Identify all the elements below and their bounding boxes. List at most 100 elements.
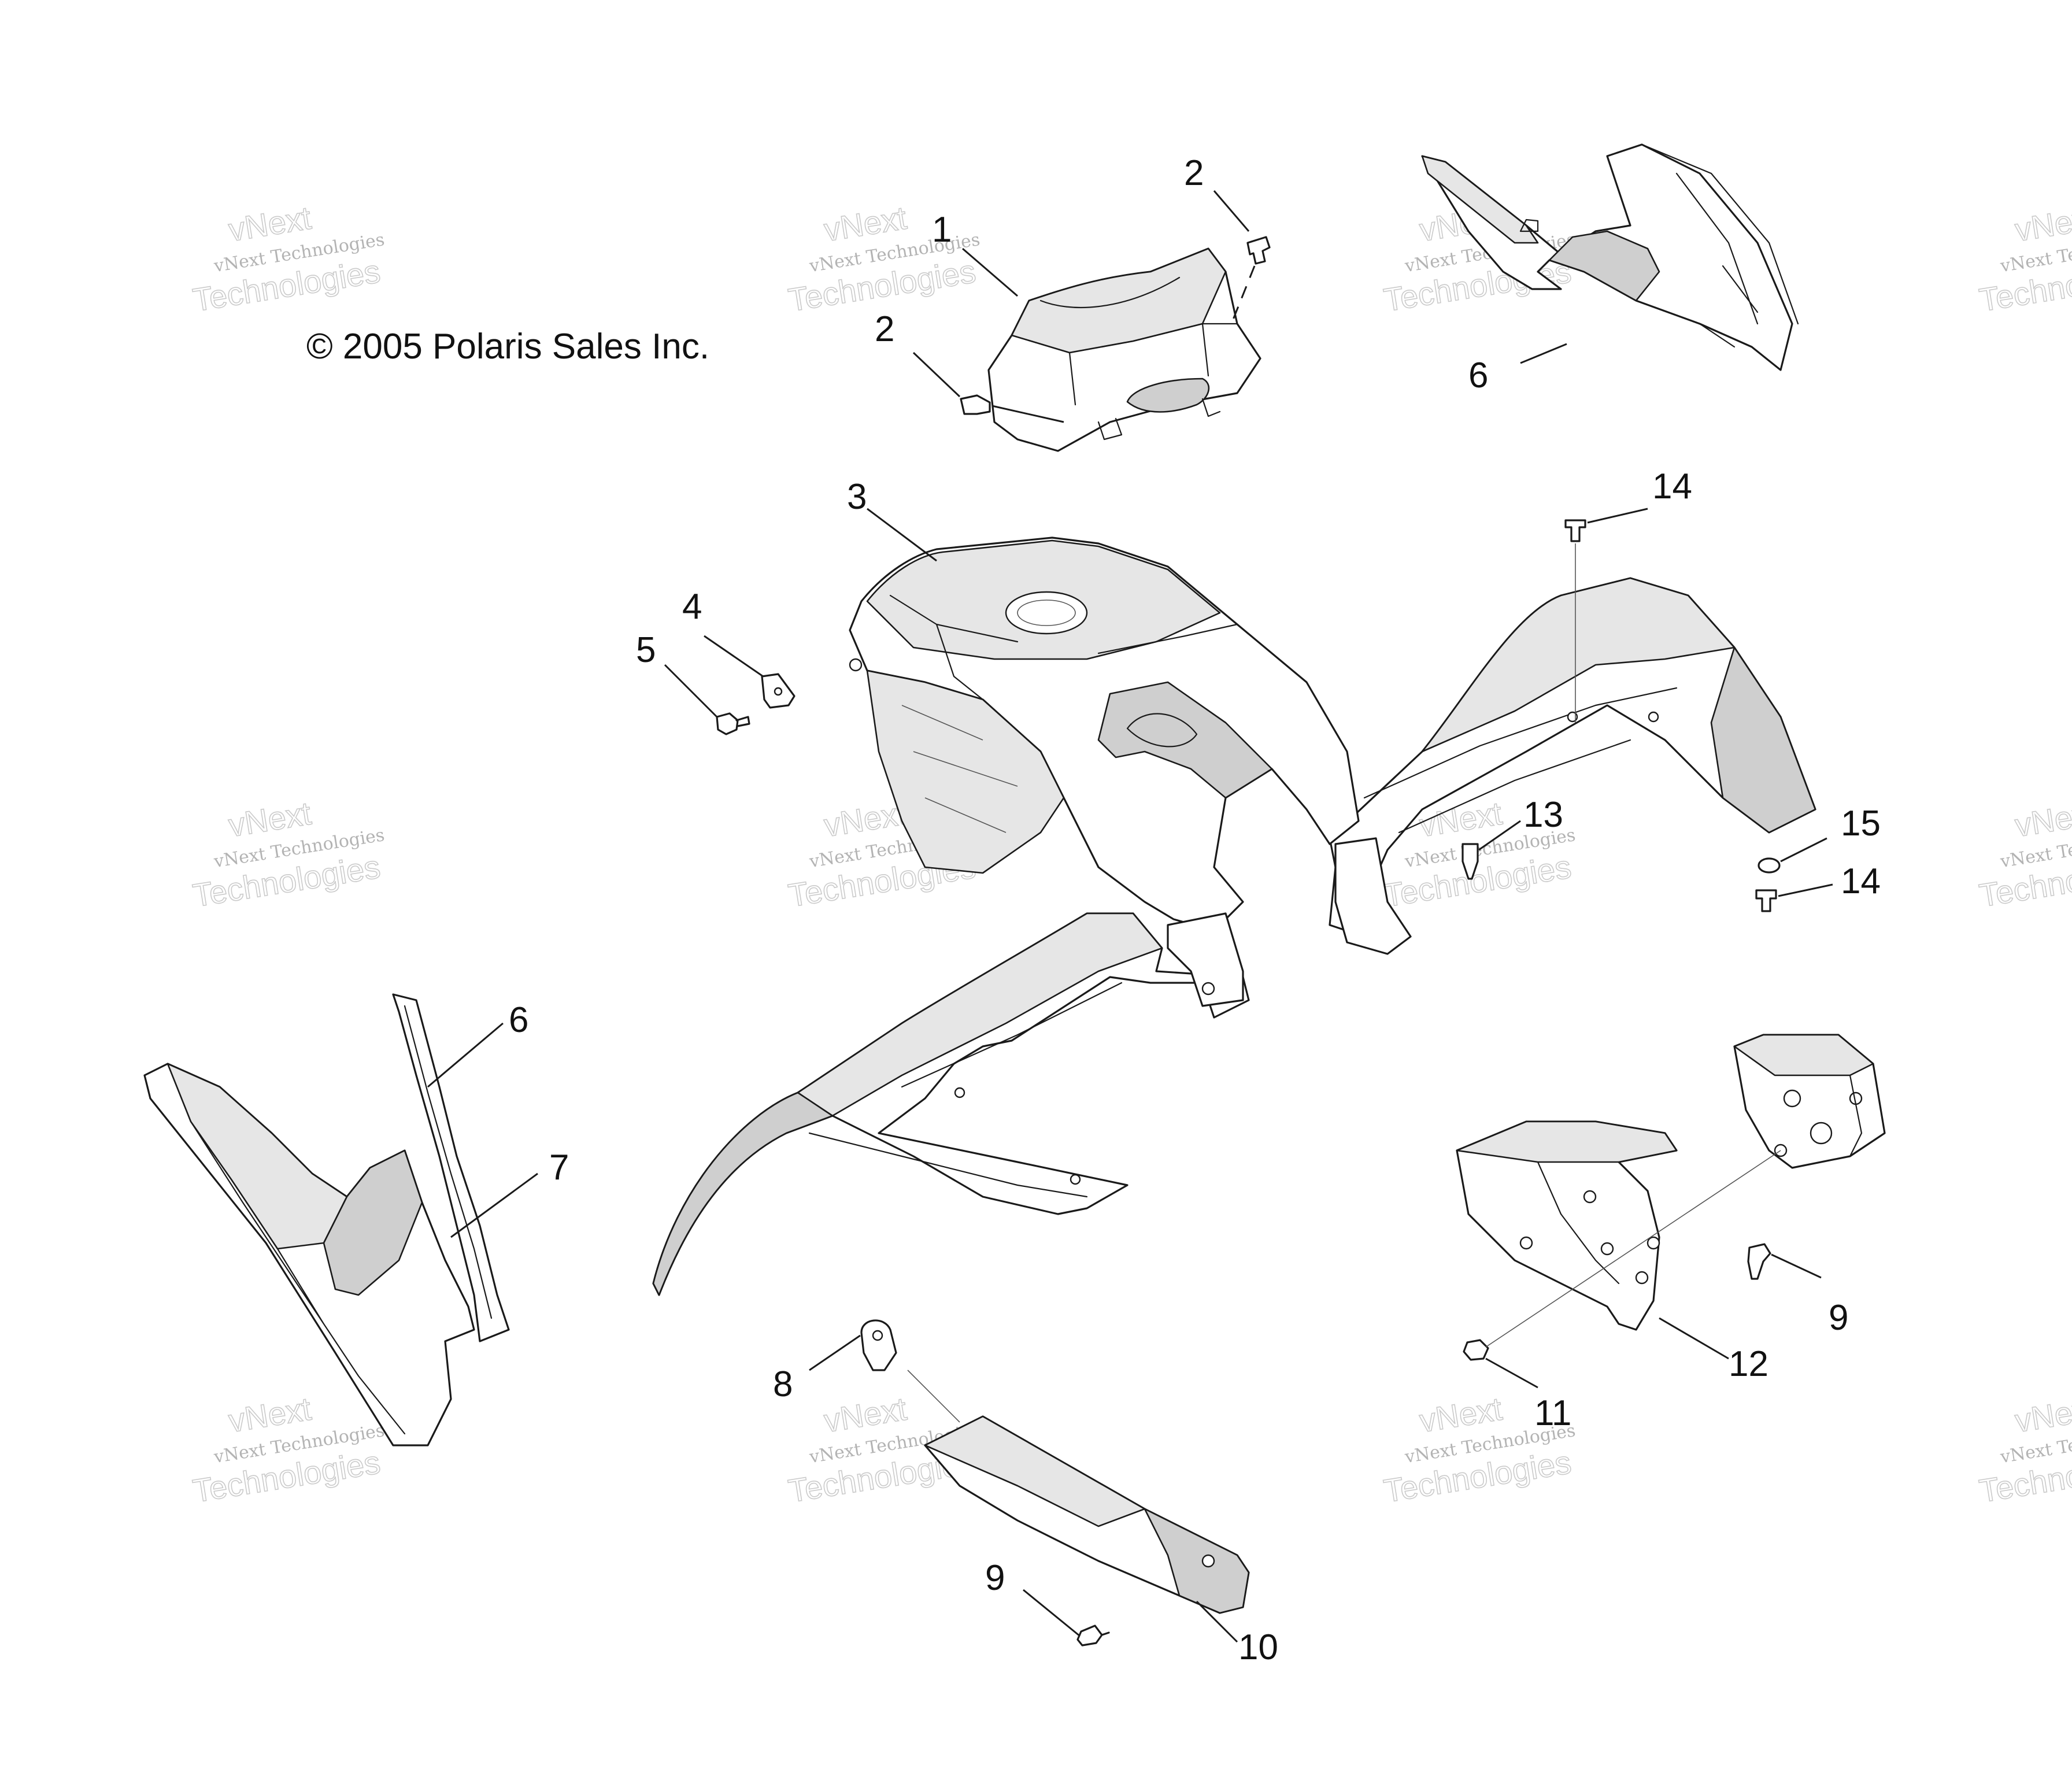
leader-line xyxy=(1520,343,1567,364)
headlight-pod-clip xyxy=(1097,398,1221,441)
front-cab-left-fender-rail xyxy=(808,982,1123,1198)
bracket-plate-hole xyxy=(1635,1271,1649,1285)
upper-side-panel-clip xyxy=(1519,219,1539,232)
callout-6-top: 6 xyxy=(1468,356,1488,395)
callout-10: 10 xyxy=(1238,1627,1278,1667)
headlight-pod-face xyxy=(1011,323,1238,406)
leader-line xyxy=(991,405,1064,423)
clip-icon xyxy=(1462,843,1479,880)
front-cab-center-bracket xyxy=(1167,912,1244,1007)
leader-line xyxy=(450,1172,538,1238)
watermark: vNext vNext Technologies Technologies xyxy=(1976,1390,2072,1509)
part-10-skid-plate xyxy=(924,1415,1250,1614)
front-cab-nose-ribs xyxy=(901,705,1018,833)
watermark: vNext vNext Technologies Technologies xyxy=(785,199,981,319)
bracket-plate-fold xyxy=(1537,1161,1649,1285)
skid-plate-hole xyxy=(1201,1554,1215,1568)
callout-9-bottom: 9 xyxy=(985,1558,1005,1598)
front-cab-mount-hole xyxy=(1201,982,1215,996)
watermark: vNext vNext Technologies Technologies xyxy=(190,1390,386,1509)
callout-15: 15 xyxy=(1841,804,1881,843)
leader-line xyxy=(809,1334,861,1371)
screw-icon xyxy=(716,712,750,735)
lower-side-panel-guard xyxy=(392,993,510,1342)
screw-icon xyxy=(1755,889,1777,912)
upper-side-panel-edge xyxy=(1641,143,1799,348)
push-clip-icon xyxy=(860,1319,897,1371)
leader-line xyxy=(427,1022,504,1088)
screw-icon xyxy=(1076,1625,1110,1646)
watermark-big-1: vNext xyxy=(822,1390,909,1440)
callout-12: 12 xyxy=(1729,1344,1768,1384)
bracket-plate-hole xyxy=(1646,1236,1660,1250)
leader-line xyxy=(1771,1253,1822,1279)
watermark-big-1: vNext xyxy=(226,795,314,844)
part-6-7-side-panel-lower xyxy=(143,993,510,1446)
callout-labels: 1 2 2 6 3 14 4 5 13 15 14 6 7 8 9 12 11 … xyxy=(509,153,1881,1667)
bracket-plate-hole xyxy=(1519,1236,1533,1250)
watermark-big-1: vNext xyxy=(1417,1390,1505,1440)
front-cab-steering-opening xyxy=(1097,681,1273,799)
washer-icon xyxy=(1758,857,1781,874)
upper-side-panel-flange xyxy=(1421,155,1539,244)
screw-icon xyxy=(1246,236,1271,265)
push-clip-hole xyxy=(872,1330,883,1341)
nut-icon xyxy=(1463,1339,1489,1361)
watermark-big-1: vNext xyxy=(822,199,909,249)
leader-line xyxy=(1587,508,1648,524)
leader-line xyxy=(867,508,937,562)
callout-14-top: 14 xyxy=(1652,467,1692,506)
front-cab-left-fender-top xyxy=(797,912,1163,1117)
clip-nut-hole xyxy=(774,687,783,696)
headlamp-housing-flange xyxy=(1849,1063,1886,1157)
leader-line xyxy=(1213,190,1250,232)
leader-line xyxy=(912,352,961,398)
front-cab-left-fender-side xyxy=(652,1092,834,1296)
front-cab-mount-hole xyxy=(849,658,863,672)
front-cab-gas-cap-inner xyxy=(1017,600,1076,626)
watermark: vNext vNext Technologies Technologies xyxy=(190,794,386,914)
watermark: vNext vNext Technologies Technologies xyxy=(190,199,386,319)
front-cab-steering-hole xyxy=(1126,713,1198,748)
callout-9-right: 9 xyxy=(1829,1298,1848,1338)
upper-side-panel-pocket xyxy=(1548,230,1660,302)
headlamp-housing-hole xyxy=(1783,1089,1801,1108)
front-cab-mount-hole xyxy=(1648,711,1659,723)
lower-side-panel-guard-edge xyxy=(404,1005,493,1319)
front-cab-mount-hole xyxy=(1070,1174,1081,1185)
part-6-side-panel-upper xyxy=(1421,143,1799,371)
screw-icon xyxy=(960,394,991,415)
leader-line xyxy=(1778,883,1833,897)
front-cab-right-fender-top xyxy=(1421,577,1736,753)
front-cab-left-fender xyxy=(652,912,1250,1296)
watermark-big-1: vNext xyxy=(226,199,314,249)
part-1-headlight-pod xyxy=(987,247,1261,452)
watermark-big-1: vNext xyxy=(226,1390,314,1440)
assembly-line xyxy=(907,1370,960,1423)
watermark: vNext vNext Technologies Technologies xyxy=(1976,199,2072,319)
leader-line xyxy=(1659,1317,1729,1360)
callout-6-left: 6 xyxy=(509,1000,528,1040)
callout-13: 13 xyxy=(1523,795,1563,835)
bracket-plate-top xyxy=(1456,1120,1678,1163)
screw-icon xyxy=(1747,1243,1771,1280)
fasteners xyxy=(716,236,1781,1646)
watermark-big-1: vNext xyxy=(2012,199,2072,249)
leader-line xyxy=(1023,1589,1081,1637)
leader-line xyxy=(664,664,718,718)
leader-line xyxy=(1780,837,1827,863)
headlight-pod-cutout xyxy=(1039,276,1181,309)
watermark: vNext vNext Technologies Technologies xyxy=(1976,794,2072,914)
front-cab-hood-crease xyxy=(889,594,1238,701)
front-cab-right-fender-end xyxy=(1710,646,1816,834)
callout-1: 1 xyxy=(932,210,952,250)
front-cab-right-fender-rail xyxy=(1363,687,1678,834)
front-cab-mount-hole xyxy=(1567,711,1578,723)
lower-side-panel-pocket xyxy=(323,1149,423,1296)
leader-line xyxy=(962,247,1018,297)
headlight-pod-lens xyxy=(1126,378,1210,413)
headlamp-housing-hole xyxy=(1810,1122,1833,1145)
callout-3: 3 xyxy=(847,477,867,517)
front-cab-right-bracket xyxy=(1334,837,1412,955)
